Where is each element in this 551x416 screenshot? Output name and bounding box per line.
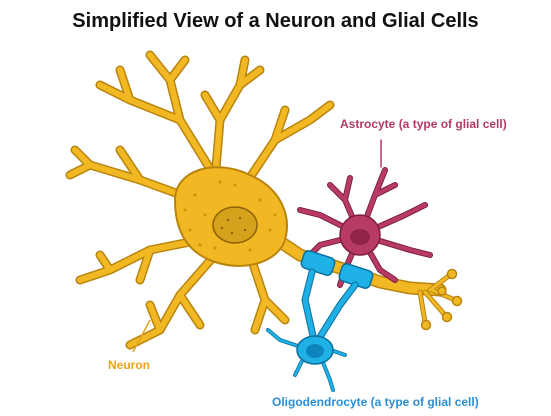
astrocyte-label: Astrocyte (a type of glial cell) (340, 117, 507, 131)
neuron-nucleus (213, 207, 257, 243)
neuron (70, 55, 462, 345)
neuron-label: Neuron (108, 358, 150, 372)
astrocyte-nucleus (350, 229, 370, 245)
neuron-cell-body (175, 167, 287, 266)
oligodendrocyte-nucleus (306, 344, 324, 358)
oligodendrocyte-label: Oligodendrocyte (a type of glial cell) (272, 395, 479, 409)
